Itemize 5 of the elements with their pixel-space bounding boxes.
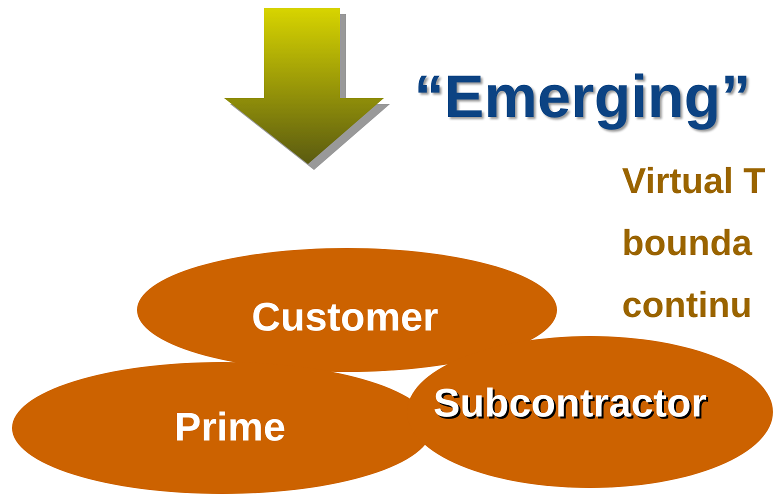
title: “Emerging” [414, 62, 751, 131]
node-label: Customer [252, 296, 438, 340]
node-label: Subcontractor [433, 382, 707, 426]
text-paragraph: Virtual T bounda continu [622, 159, 766, 327]
node-label: Prime [174, 406, 286, 450]
